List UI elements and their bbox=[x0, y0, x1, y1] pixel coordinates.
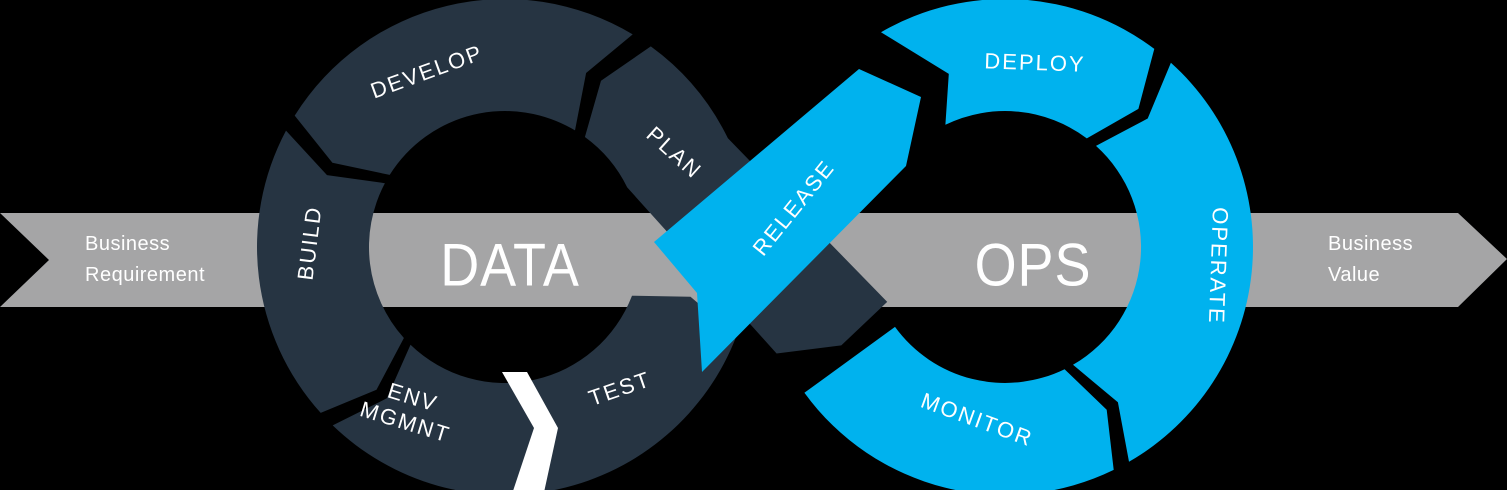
operate-label: OPERATE bbox=[1203, 206, 1234, 326]
build-segment bbox=[257, 130, 404, 413]
develop-segment bbox=[294, 0, 633, 175]
release-ribbon bbox=[654, 69, 921, 372]
ops-title: OPS bbox=[974, 231, 1092, 299]
operate-segment bbox=[1073, 62, 1253, 462]
deploy-label: DEPLOY bbox=[983, 48, 1087, 77]
data-title: DATA bbox=[440, 231, 580, 299]
monitor-segment bbox=[804, 326, 1114, 490]
white-chevron-divider bbox=[502, 372, 558, 490]
deploy-segment bbox=[881, 0, 1155, 139]
business-value-label: Business Value bbox=[1328, 233, 1414, 286]
business-requirement-label: Business Requirement bbox=[85, 233, 206, 286]
